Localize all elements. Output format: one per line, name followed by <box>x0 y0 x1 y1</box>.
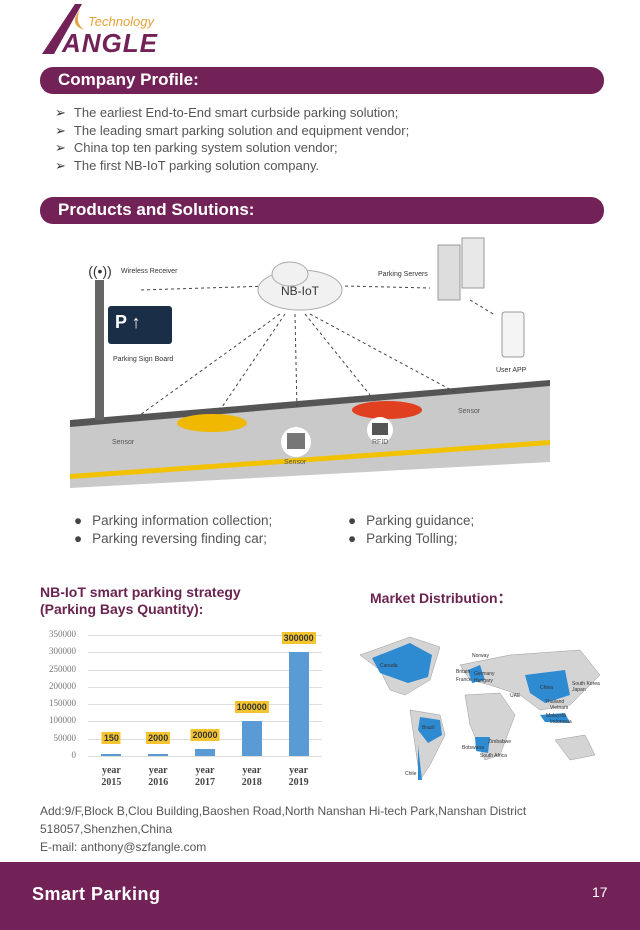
gridline <box>88 652 322 654</box>
address: Add:9/F,Block B,Clou Building,Baoshen Ro… <box>40 804 527 836</box>
y-tick-label: 100000 <box>49 715 76 726</box>
world-map: Canada Norway Britain France Germany Hun… <box>359 636 601 781</box>
svg-text:Norway: Norway <box>472 653 489 659</box>
y-tick-label: 50000 <box>53 732 77 743</box>
logo-mark <box>42 4 84 54</box>
svg-text:Sensor: Sensor <box>284 459 307 466</box>
bar <box>101 754 122 756</box>
y-tick-label: 300000 <box>49 646 76 657</box>
svg-text:Thailand: Thailand <box>545 699 564 705</box>
svg-text:Malaysia: Malaysia <box>546 713 566 719</box>
svg-text:Parking Sign Board: Parking Sign Board <box>113 356 173 363</box>
road <box>70 385 550 488</box>
data-label: 2000 <box>146 732 171 744</box>
y-tick-label: 0 <box>71 750 77 760</box>
footer: Smart Parking 17 <box>0 862 640 930</box>
svg-text:Chile: Chile <box>405 771 417 777</box>
gridline <box>88 669 322 671</box>
svg-text:P ↑: P ↑ <box>115 312 141 332</box>
list-item: China top ten parking system solution ve… <box>55 139 409 157</box>
svg-text:User APP: User APP <box>496 367 527 374</box>
svg-text:UAE: UAE <box>510 693 521 699</box>
server-icon <box>437 237 485 301</box>
company-profile-list: The earliest End-to-End smart curbside p… <box>55 104 409 174</box>
sensor-icon <box>287 433 305 449</box>
products-heading: Products and Solutions: <box>40 197 604 224</box>
footer-title: Smart Parking <box>32 884 161 904</box>
bar <box>148 754 169 756</box>
svg-text:Brazil: Brazil <box>422 725 435 731</box>
data-label: 300000 <box>281 632 316 645</box>
list-item: The leading smart parking solution and e… <box>55 122 409 140</box>
data-label: 100000 <box>234 701 269 714</box>
svg-text:Canada: Canada <box>380 663 398 669</box>
logo-tagline: Technology <box>88 14 155 29</box>
list-item: The first NB-IoT parking solution compan… <box>55 157 409 175</box>
svg-text:South Korea: South Korea <box>572 681 600 687</box>
list-item: The earliest End-to-End smart curbside p… <box>55 104 409 122</box>
svg-text:Parking Servers: Parking Servers <box>378 271 428 278</box>
market-title: Market Distribution： <box>370 590 512 606</box>
red-car <box>352 401 422 419</box>
page-number: 17 <box>592 884 608 900</box>
svg-text:Sensor: Sensor <box>458 408 481 415</box>
y-tick-label: 250000 <box>49 663 76 674</box>
svg-text:South Africa: South Africa <box>480 753 507 759</box>
gridline <box>88 756 322 757</box>
features-right: Parking guidance; Parking Tolling; <box>348 512 474 548</box>
svg-text:Hungary: Hungary <box>474 678 493 684</box>
rfid-icon <box>372 423 388 435</box>
svg-text:Wireless Receiver: Wireless Receiver <box>121 268 178 275</box>
data-label: 20000 <box>190 729 220 742</box>
svg-text:Zimbabwe: Zimbabwe <box>488 739 511 745</box>
parking-sign-board <box>108 306 172 344</box>
bar-chart: 0 50000 100000 150000 200000 250000 300000 3500… <box>0 0 340 800</box>
list-item: Parking reversing finding car; <box>74 530 272 548</box>
chart-title: NB-IoT smart parking strategy(Parking Ba… <box>40 584 241 617</box>
svg-text:Sensor: Sensor <box>112 439 135 446</box>
svg-text:Botswana: Botswana <box>462 745 484 751</box>
svg-text:Britain: Britain <box>456 669 470 675</box>
company-profile-heading: Company Profile: <box>40 67 604 94</box>
gridline <box>88 635 322 636</box>
svg-text:Vietnam: Vietnam <box>550 705 568 711</box>
list-item: Parking Tolling; <box>348 530 474 548</box>
contact-info: Add:9/F,Block B,Clou Building,Baoshen Ro… <box>40 802 640 856</box>
pole <box>95 280 104 420</box>
cloud-icon <box>257 261 343 311</box>
svg-text:Indonesia: Indonesia <box>550 719 572 725</box>
bar <box>195 749 215 756</box>
gridline <box>88 686 322 688</box>
y-tick-label: 150000 <box>49 698 76 709</box>
yellow-car <box>177 414 247 432</box>
features-left: Parking information collection; Parking … <box>74 512 272 548</box>
gridline <box>88 704 322 706</box>
bar <box>241 721 262 756</box>
list-item: Parking guidance; <box>348 512 474 530</box>
email: E-mail: anthony@szfangle.com <box>40 840 207 854</box>
nb-iot-diagram: NB-IoT ((•)) Wireless Receiver P ↑ Parki… <box>70 237 550 488</box>
y-tick-label: 350000 <box>49 629 76 639</box>
svg-text:Japan: Japan <box>572 687 586 693</box>
svg-text:China: China <box>540 685 553 691</box>
svg-text:Germany: Germany <box>474 671 495 677</box>
road-center-line <box>70 440 550 479</box>
logo-name: ANGLE <box>62 28 158 58</box>
gridline <box>88 721 322 723</box>
phone-icon <box>501 311 525 358</box>
svg-text:France: France <box>456 677 472 683</box>
bar <box>288 652 309 756</box>
list-item: Parking information collection; <box>74 512 272 530</box>
wireless-icon: ((•)) <box>88 263 112 279</box>
svg-text:RFID: RFID <box>372 439 388 446</box>
y-tick-label: 200000 <box>49 680 76 691</box>
data-label: 150 <box>101 732 121 744</box>
cloud-label: NB-IoT <box>281 284 320 298</box>
